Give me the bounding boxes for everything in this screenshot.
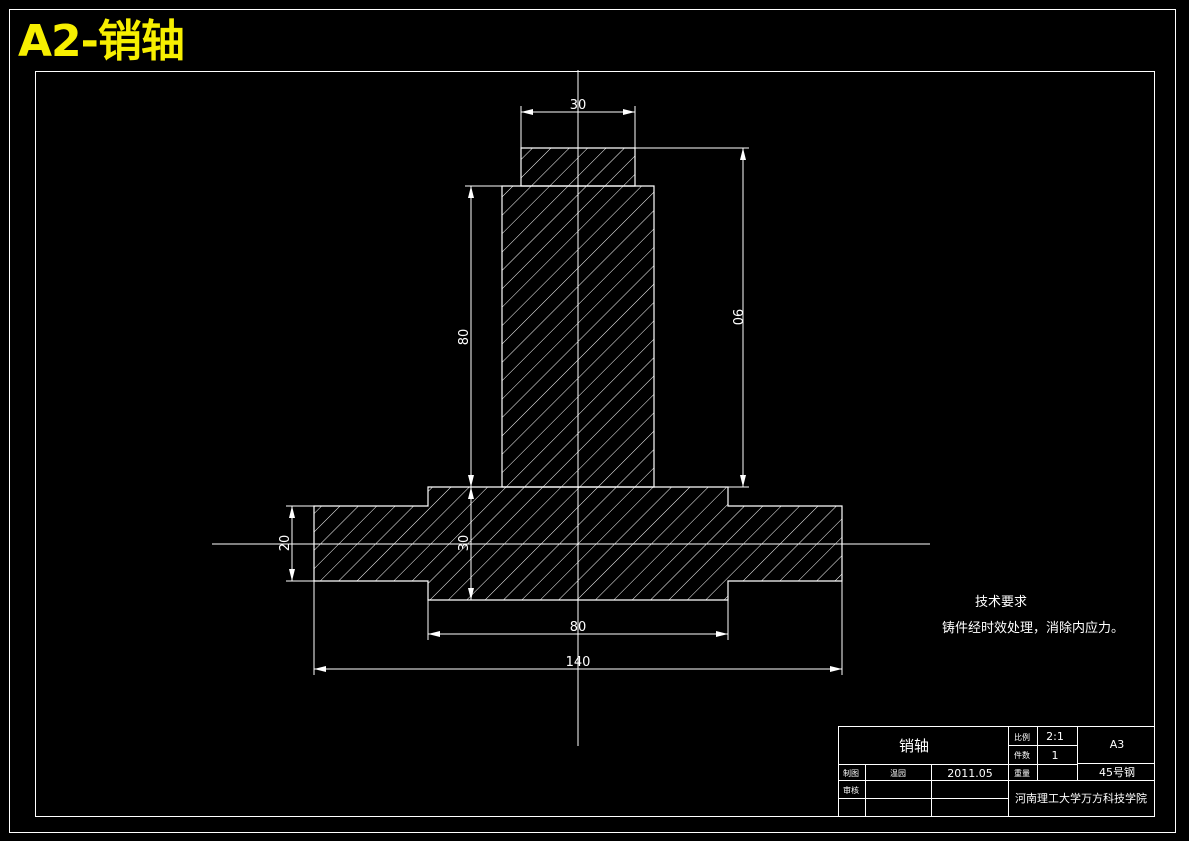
dimension-overall-width — [313, 581, 843, 675]
title-block-sheet-size: A3 — [1110, 738, 1125, 751]
title-block-drawn-by: 温园 — [890, 769, 906, 778]
tech-requirements-heading: 技术要求 — [975, 595, 1027, 610]
title-block-part-name: 销轴 — [899, 737, 929, 755]
title-block-weight-label: 重量 — [1014, 768, 1030, 778]
dim-label-right-height: 90 — [729, 309, 744, 326]
title-block — [838, 726, 1155, 817]
tech-requirements-note: 铸件经时效处理，消除内应力。 — [942, 620, 1124, 636]
dimension-top-width — [520, 106, 636, 148]
dimension-flange-thickness — [286, 505, 314, 582]
title-block-scale-label: 比例 — [1014, 732, 1030, 742]
title-block-quantity-value: 1 — [1052, 749, 1059, 762]
title-block-checked-label: 审核 — [843, 785, 859, 795]
title-block-material: 45号钢 — [1099, 766, 1135, 779]
dim-label-overall-width: 140 — [566, 655, 591, 670]
dimension-hub-width — [427, 600, 729, 640]
title-block-quantity-label: 件数 — [1014, 750, 1030, 760]
dimension-right-height — [635, 147, 749, 488]
dim-label-hub-width: 80 — [570, 620, 587, 635]
dim-label-hub-thickness: 30 — [457, 535, 472, 552]
dim-label-top-width: 30 — [570, 98, 587, 113]
dimension-left-height — [428, 185, 502, 488]
dimension-hub-thickness — [468, 487, 474, 600]
inner-frame — [35, 71, 1155, 817]
title-block-date: 2011.05 — [947, 767, 993, 780]
title-block-scale-value: 2:1 — [1046, 730, 1064, 743]
overlay-title: A2-销轴 — [18, 16, 185, 67]
outer-frame — [9, 9, 1176, 833]
dim-label-left-height: 80 — [457, 329, 472, 346]
title-block-drawn-label: 制图 — [843, 768, 859, 778]
dim-label-flange-thickness: 20 — [278, 535, 293, 552]
title-block-school: 河南理工大学万方科技学院 — [1015, 791, 1147, 805]
